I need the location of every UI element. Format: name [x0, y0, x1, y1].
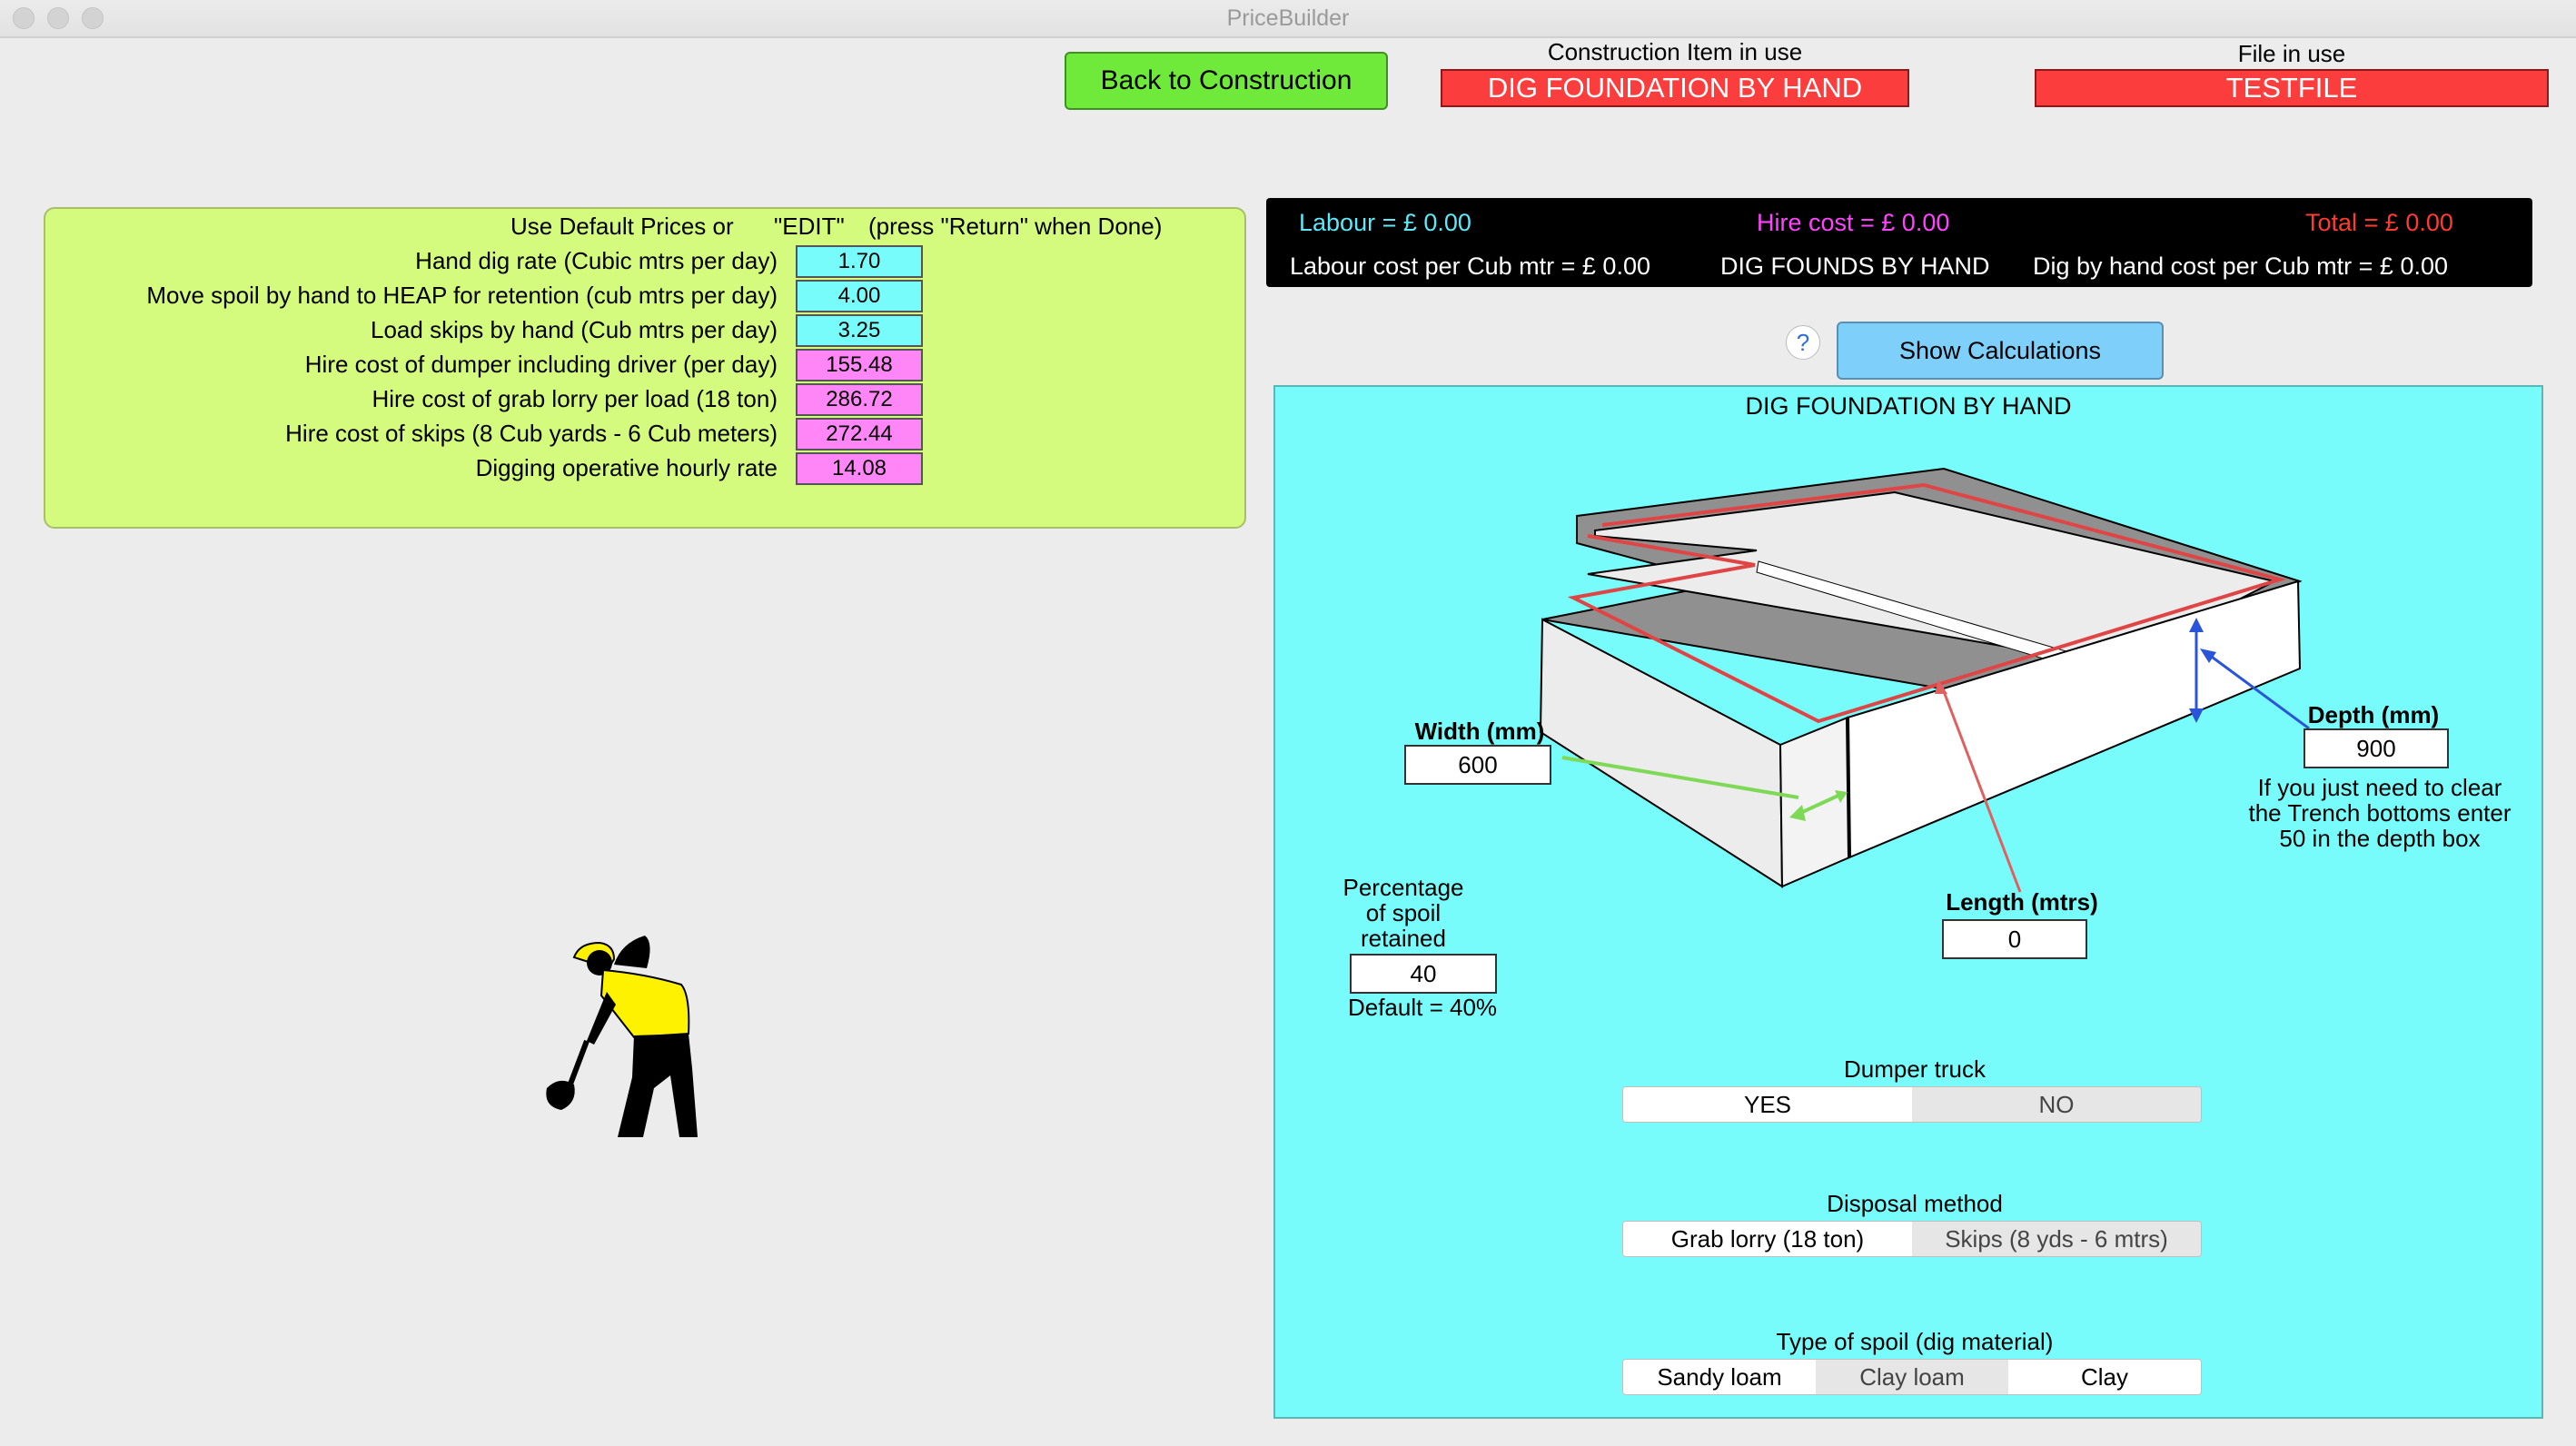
- window-title: PriceBuilder: [1226, 5, 1350, 31]
- price-label-dumper-hire: Hire cost of dumper including driver (pe…: [304, 351, 778, 378]
- spoil-retained-input[interactable]: 40: [1350, 954, 1497, 994]
- price-label-move-spoil: Move spoil by hand to HEAP for retention…: [146, 282, 778, 309]
- depth-note-line-2: the Trench bottoms enter: [2248, 799, 2512, 827]
- price-label-grab-lorry-hire: Hire cost of grab lorry per load (18 ton…: [372, 385, 778, 412]
- file-in-use-label: File in use: [2237, 40, 2346, 67]
- disposal-skips-option[interactable]: Skips (8 yds - 6 mtrs): [1912, 1222, 2201, 1256]
- minimize-window-button[interactable]: [47, 7, 69, 29]
- width-input[interactable]: 600: [1404, 745, 1551, 785]
- price-field-hand-dig-rate[interactable]: 1.70: [796, 245, 923, 278]
- price-field-move-spoil[interactable]: 4.00: [796, 280, 923, 312]
- title-bar: PriceBuilder: [0, 0, 2576, 38]
- price-field-load-skips[interactable]: 3.25: [796, 314, 923, 347]
- close-window-button[interactable]: [13, 7, 35, 29]
- item-short-name: DIG FOUNDS BY HAND: [1720, 253, 1990, 280]
- construction-item-value: DIG FOUNDATION BY HAND: [1441, 69, 1909, 107]
- show-calculations-button[interactable]: Show Calculations: [1837, 322, 2164, 380]
- price-label-load-skips: Load skips by hand (Cub mtrs per day): [371, 316, 778, 343]
- labour-cost-per-cub: Labour cost per Cub mtr = £ 0.00: [1290, 253, 1650, 280]
- price-label-skips-hire: Hire cost of skips (8 Cub yards - 6 Cub …: [285, 420, 778, 447]
- dig-foundation-diagram-panel: DIG FOUNDATION BY HAND Width (mm) 600 De…: [1273, 385, 2543, 1419]
- spoil-clay-loam-option[interactable]: Clay loam: [1816, 1360, 2008, 1394]
- spoil-sandy-loam-option[interactable]: Sandy loam: [1623, 1360, 1816, 1394]
- labour-total: Labour = £ 0.00: [1299, 209, 1471, 236]
- grand-total: Total = £ 0.00: [2305, 209, 2453, 236]
- width-label: Width (mm): [1414, 718, 1545, 745]
- dumper-yes-option[interactable]: YES: [1623, 1087, 1912, 1122]
- price-field-operative-rate[interactable]: 14.08: [796, 452, 923, 485]
- spoil-retained-label-3: retained: [1361, 925, 1446, 952]
- help-icon[interactable]: ?: [1786, 325, 1820, 360]
- price-field-skips-hire[interactable]: 272.44: [796, 418, 923, 451]
- cost-summary-panel: Labour = £ 0.00 Hire cost = £ 0.00 Total…: [1266, 198, 2532, 287]
- disposal-grab-lorry-option[interactable]: Grab lorry (18 ton): [1623, 1222, 1912, 1256]
- hire-cost-total: Hire cost = £ 0.00: [1757, 209, 1950, 236]
- dumper-no-option[interactable]: NO: [1912, 1087, 2201, 1122]
- trench-3d-illustration: [1539, 467, 2310, 893]
- disposal-method-label: Disposal method: [1827, 1190, 2003, 1217]
- dumper-truck-label: Dumper truck: [1843, 1055, 1986, 1083]
- spoil-retained-default: Default = 40%: [1347, 994, 1498, 1021]
- back-to-construction-button[interactable]: Back to Construction: [1065, 52, 1388, 110]
- price-field-dumper-hire[interactable]: 155.48: [796, 349, 923, 381]
- construction-item-label: Construction Item in use: [1547, 38, 1803, 65]
- price-label-operative-rate: Digging operative hourly rate: [475, 454, 778, 481]
- spoil-retained-label-2: of spoil: [1365, 899, 1442, 926]
- depth-input[interactable]: 900: [2304, 728, 2449, 768]
- length-input[interactable]: 0: [1942, 919, 2087, 959]
- worker-digging-icon: [546, 936, 698, 1137]
- depth-note-line-3: 50 in the depth box: [2279, 825, 2481, 852]
- length-label: Length (mtrs): [1946, 888, 2098, 916]
- prices-edit-text: "EDIT": [774, 213, 845, 240]
- disposal-method-segmented-control: Grab lorry (18 ton) Skips (8 yds - 6 mtr…: [1622, 1221, 2202, 1257]
- spoil-type-label: Type of spoil (dig material): [1776, 1328, 2054, 1355]
- file-in-use-value: TESTFILE: [2035, 69, 2549, 107]
- price-field-grab-lorry-hire[interactable]: 286.72: [796, 383, 923, 416]
- prices-header-text: Use Default Prices or: [510, 213, 734, 240]
- diagram-title: DIG FOUNDATION BY HAND: [1745, 392, 2072, 420]
- dumper-truck-segmented-control: YES NO: [1622, 1086, 2202, 1123]
- spoil-type-segmented-control: Sandy loam Clay loam Clay: [1622, 1359, 2202, 1395]
- dig-cost-per-cub: Dig by hand cost per Cub mtr = £ 0.00: [2033, 253, 2448, 280]
- zoom-window-button[interactable]: [82, 7, 104, 29]
- prices-hint-text: (press "Return" when Done): [868, 213, 1163, 240]
- default-prices-panel: Use Default Prices or "EDIT" (press "Ret…: [44, 207, 1246, 529]
- spoil-retained-label-1: Percentage: [1342, 874, 1464, 901]
- depth-note-line-1: If you just need to clear: [2257, 774, 2502, 801]
- price-label-hand-dig-rate: Hand dig rate (Cubic mtrs per day): [415, 247, 778, 274]
- depth-label: Depth (mm): [2307, 701, 2440, 728]
- spoil-clay-option[interactable]: Clay: [2008, 1360, 2201, 1394]
